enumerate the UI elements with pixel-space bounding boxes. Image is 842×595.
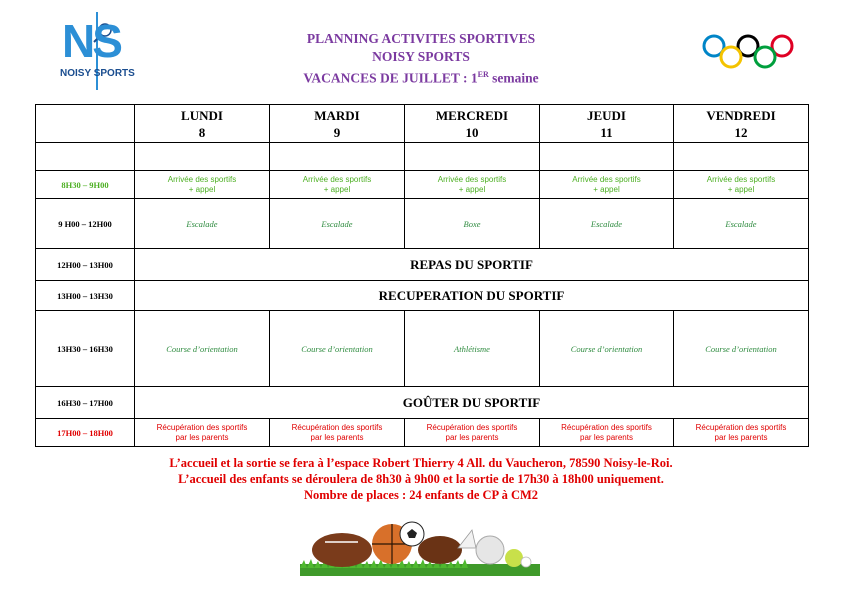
- day-name: JEUDI: [586, 107, 626, 123]
- day-name: LUNDI: [181, 107, 223, 123]
- activity-cell: Escalade: [134, 198, 270, 249]
- time-cell: 16H30 – 17H00: [35, 386, 135, 419]
- american-football-icon: [418, 536, 462, 564]
- lunch-row: 12H00 – 13H00 REPAS DU SPORTIF: [35, 248, 809, 281]
- day-name: MARDI: [314, 107, 360, 123]
- footer-hours: L’accueil des enfants se déroulera de 8h…: [178, 472, 664, 486]
- rugby-ball-icon: [312, 533, 372, 567]
- day-name: VENDREDI: [706, 107, 776, 123]
- empty-cell: [134, 142, 270, 171]
- activity-cell: Course d’orientation: [539, 310, 674, 387]
- day-date: 10: [465, 124, 479, 140]
- empty-cell: [404, 142, 540, 171]
- arrival-cell: Arrivée des sportifs+ appel: [539, 170, 674, 199]
- header-period: VACANCES DE JUILLET : 1ER semaine: [250, 66, 592, 88]
- lunch-label: REPAS DU SPORTIF: [134, 248, 809, 281]
- arrival-row: 8H30 – 9H00 Arrivée des sportifs+ appel …: [35, 170, 809, 199]
- activity-cell: Course d’orientation: [269, 310, 405, 387]
- header-subtitle: NOISY SPORTS: [372, 49, 470, 64]
- day-name: MERCREDI: [435, 107, 509, 123]
- time-cell: 13H30 – 16H30: [35, 310, 135, 387]
- footer-notes: L’accueil et la sortie se fera à l’espac…: [0, 455, 842, 503]
- activity-cell: Athlétisme: [404, 310, 540, 387]
- activity-cell: Course d’orientation: [673, 310, 809, 387]
- snack-label: GOÛTER DU SPORTIF: [134, 386, 809, 419]
- golf-ball-icon: [520, 556, 532, 568]
- time-cell: 17H00 – 18H00: [35, 418, 135, 447]
- noisy-sports-logo: NS NOISY SPORTS: [50, 10, 150, 90]
- snack-row: 16H30 – 17H00 GOÛTER DU SPORTIF: [35, 386, 809, 419]
- rest-label: RECUPERATION DU SPORTIF: [134, 280, 809, 311]
- arrival-cell: Arrivée des sportifs+ appel: [134, 170, 270, 199]
- volleyball-icon: [475, 535, 505, 565]
- day-date: 12: [734, 124, 748, 140]
- arrival-cell: Arrivée des sportifs+ appel: [673, 170, 809, 199]
- shuttlecock-icon: [457, 529, 477, 549]
- empty-cell: [269, 142, 405, 171]
- logo-letters: NS: [62, 15, 123, 67]
- header-title: PLANNING ACTIVITES SPORTIVES: [306, 31, 536, 46]
- footer-address: L’accueil et la sortie se fera à l’espac…: [169, 456, 673, 470]
- day-date: 8: [198, 124, 206, 140]
- page-header: PLANNING ACTIVITES SPORTIVES NOISY SPORT…: [250, 30, 592, 88]
- time-cell: 8H30 – 9H00: [35, 170, 135, 199]
- activity-cell: Escalade: [539, 198, 674, 249]
- empty-cell: [35, 142, 135, 171]
- time-cell: 9 H00 – 12H00: [35, 198, 135, 249]
- day-date: 11: [600, 124, 613, 140]
- afternoon-row: 13H30 – 16H30 Course d’orientation Cours…: [35, 310, 809, 387]
- header-period-main: VACANCES DE JUILLET : 1: [303, 70, 478, 86]
- empty-cell: [539, 142, 674, 171]
- activity-cell: Escalade: [269, 198, 405, 249]
- logo-graphic: [93, 12, 112, 90]
- header-period-end: semaine: [488, 70, 539, 86]
- header-period-sup: ER: [477, 70, 489, 79]
- corner-cell: [35, 104, 135, 143]
- time-cell: 12H00 – 13H00: [35, 248, 135, 281]
- tennis-ball-icon: [505, 549, 523, 567]
- footer-places: Nombre de places : 24 enfants de CP à CM…: [303, 488, 539, 502]
- olympic-rings-icon: [702, 34, 794, 69]
- rest-row: 13H00 – 13H30 RECUPERATION DU SPORTIF: [35, 280, 809, 311]
- empty-row: [35, 142, 809, 171]
- day-date: 9: [333, 124, 341, 140]
- empty-cell: [673, 142, 809, 171]
- arrival-cell: Arrivée des sportifs+ appel: [269, 170, 405, 199]
- arrival-cell: Arrivée des sportifs+ appel: [404, 170, 540, 199]
- morning-row: 9 H00 – 12H00 Escalade Escalade Boxe Esc…: [35, 198, 809, 249]
- logo-text: NOISY SPORTS: [60, 68, 135, 79]
- activity-cell: Course d’orientation: [134, 310, 270, 387]
- activity-cell: Escalade: [673, 198, 809, 249]
- activity-cell: Boxe: [404, 198, 540, 249]
- time-cell: 13H00 – 13H30: [35, 280, 135, 311]
- sports-balls-illustration: [300, 521, 540, 576]
